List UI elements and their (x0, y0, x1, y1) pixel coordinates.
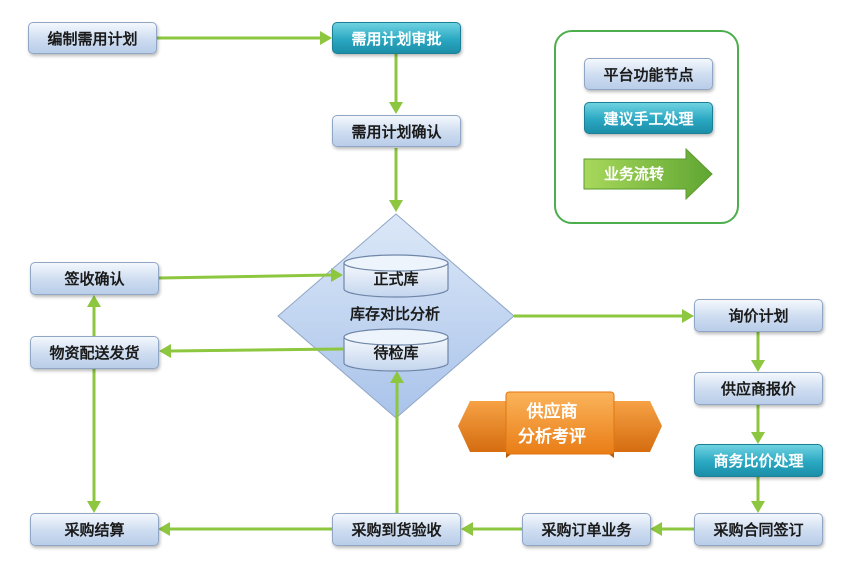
node-order-business[interactable]: 采购订单业务 (522, 513, 651, 546)
ribbon-line1: 供应商 (526, 402, 578, 422)
supplier-evaluation-ribbon (458, 391, 662, 458)
legend-platform-node: 平台功能节点 (584, 58, 713, 90)
ribbon-line2: 分析考评 (518, 427, 586, 447)
formal-store-label: 正式库 (373, 270, 419, 288)
inventory-analysis-label: 库存对比分析 (349, 305, 440, 323)
node-material-delivery[interactable]: 物资配送发货 (30, 336, 159, 369)
flow-arrows (87, 31, 765, 536)
legend-business-flow-label: 业务流转 (603, 165, 664, 183)
legend-flow-arrow (583, 147, 713, 201)
node-price-compare[interactable]: 商务比价处理 (694, 444, 823, 477)
legend-manual-process: 建议手工处理 (584, 102, 713, 134)
formal-store-cylinder (343, 254, 449, 298)
pending-store-cylinder (343, 328, 449, 372)
node-contract-sign[interactable]: 采购合同签订 (694, 513, 823, 546)
node-sign-confirm[interactable]: 签收确认 (30, 262, 159, 295)
node-edit-plan[interactable]: 编制需用计划 (28, 22, 157, 54)
node-settlement[interactable]: 采购结算 (30, 513, 159, 546)
node-supplier-quote[interactable]: 供应商报价 (694, 372, 823, 405)
pending-store-label: 待检库 (373, 344, 419, 362)
node-arrival-inspection[interactable]: 采购到货验收 (332, 513, 461, 546)
node-plan-approval[interactable]: 需用计划审批 (332, 22, 461, 54)
node-plan-confirm[interactable]: 需用计划确认 (332, 115, 461, 147)
node-inquiry-plan[interactable]: 询价计划 (694, 299, 823, 332)
